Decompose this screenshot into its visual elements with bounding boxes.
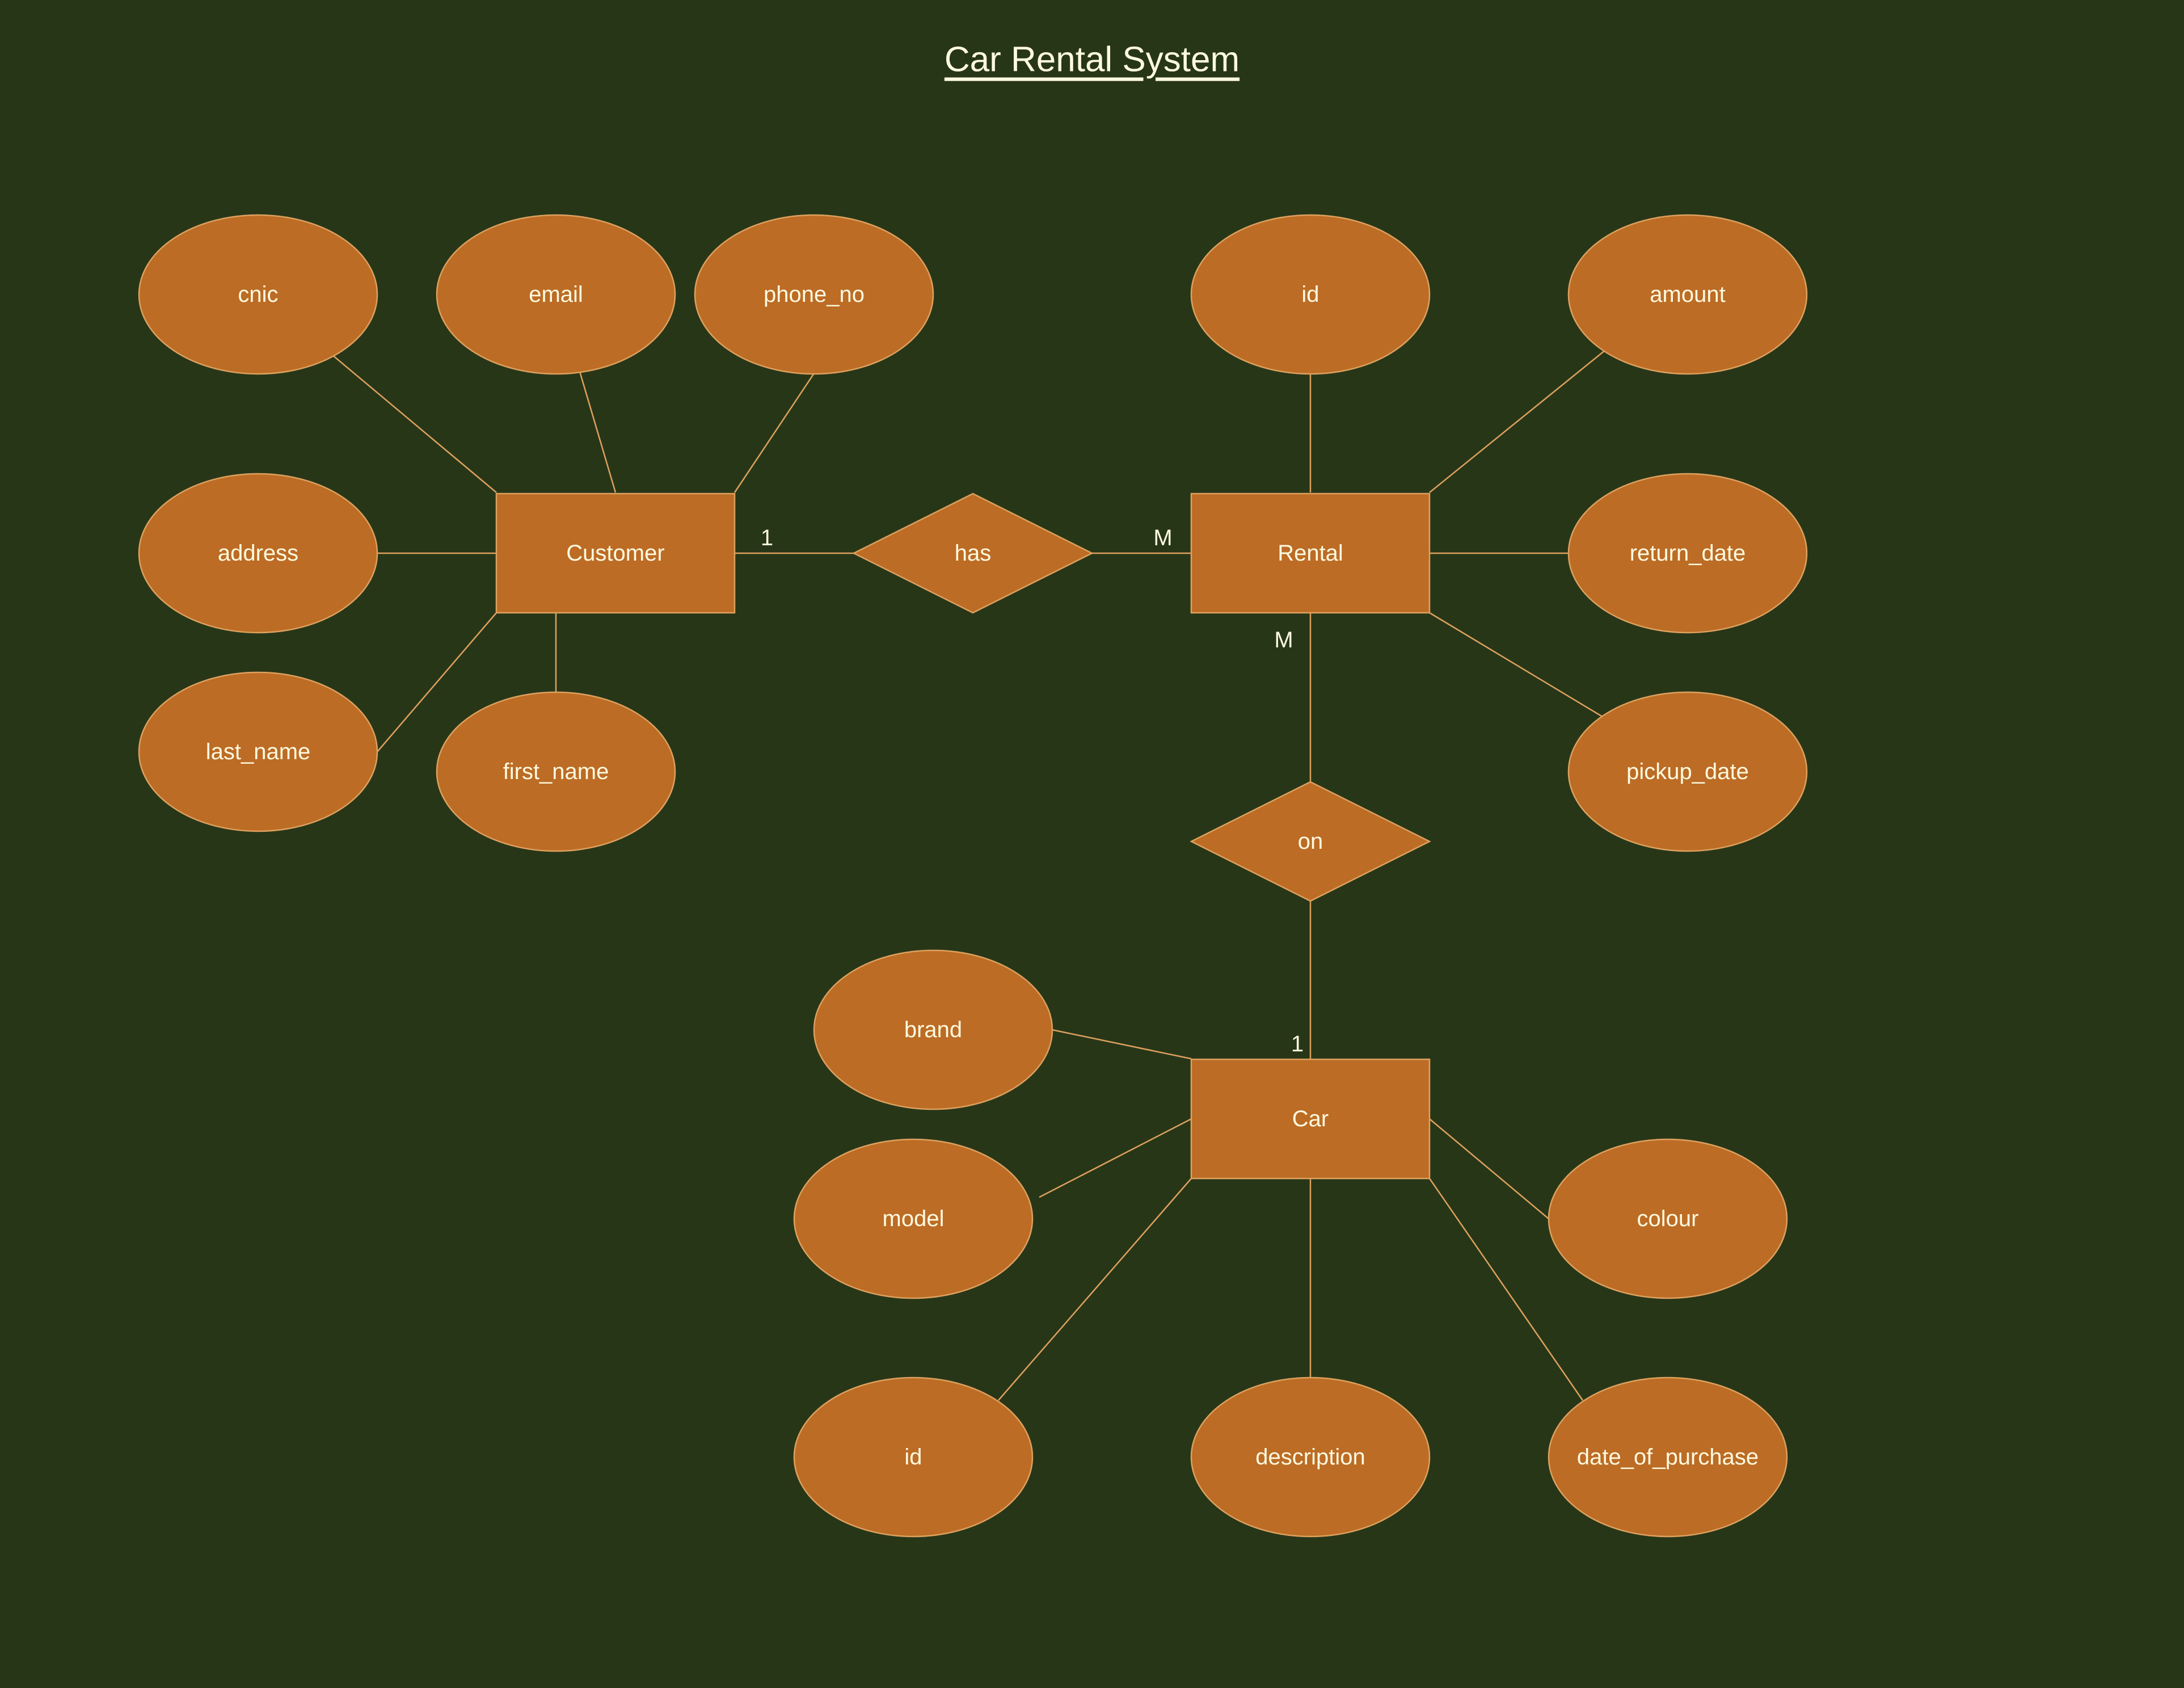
attribute-ellipse	[138, 473, 378, 634]
attribute-ellipse	[436, 691, 676, 852]
attribute-ellipse	[1567, 214, 1808, 375]
connector-date_of_purchase	[1428, 1178, 1584, 1401]
attribute-ellipse	[436, 214, 676, 375]
attribute-ellipse	[1190, 1377, 1431, 1538]
attribute-first_name[interactable]: first_name	[436, 691, 676, 852]
connector-car_id	[998, 1178, 1192, 1401]
attribute-ellipse	[1548, 1138, 1788, 1299]
cardinality-on-rental: M	[1274, 628, 1293, 653]
attribute-label: id	[904, 1445, 922, 1470]
attribute-colour[interactable]: colour	[1548, 1138, 1788, 1299]
attribute-ellipse	[813, 949, 1053, 1110]
connector-colour	[1429, 1118, 1549, 1219]
cardinality-has-rental: M	[1153, 525, 1172, 550]
connectors	[331, 350, 1606, 1401]
connector-pickup_date	[1429, 612, 1605, 719]
attribute-cnic[interactable]: cnic	[138, 214, 378, 375]
attribute-ellipse	[138, 671, 378, 832]
connector-cnic	[331, 354, 497, 493]
relationship-label: on	[1298, 829, 1323, 854]
relationship-label: has	[955, 541, 992, 566]
attribute-ellipse	[793, 1377, 1034, 1538]
connector-model	[1039, 1118, 1192, 1198]
attribute-date_of_purchase[interactable]: date_of_purchase	[1548, 1377, 1788, 1538]
attribute-label: date_of_purchase	[1577, 1445, 1759, 1470]
connector-email	[579, 371, 617, 493]
attribute-ellipse	[1567, 691, 1808, 852]
attribute-label: phone_no	[764, 282, 865, 307]
relationship-on[interactable]: on	[1190, 781, 1431, 902]
cardinality-on-car: 1	[1291, 1032, 1304, 1056]
entity-label: Customer	[566, 541, 664, 566]
attribute-ellipse	[694, 214, 934, 375]
attribute-label: email	[529, 282, 583, 307]
attribute-address[interactable]: address	[138, 473, 378, 634]
attribute-ellipse	[1548, 1377, 1788, 1538]
attribute-last_name[interactable]: last_name	[138, 671, 378, 832]
attribute-label: return_date	[1630, 541, 1746, 566]
attribute-description[interactable]: description	[1190, 1377, 1431, 1538]
connector-phone_no	[733, 371, 816, 493]
attribute-label: brand	[904, 1017, 962, 1042]
attribute-brand[interactable]: brand	[813, 949, 1053, 1110]
attribute-label: id	[1301, 282, 1319, 307]
cardinality-has-customer: 1	[761, 525, 773, 550]
attribute-label: cnic	[238, 282, 278, 307]
entity-rental[interactable]: Rental	[1190, 492, 1431, 614]
attribute-return_date[interactable]: return_date	[1567, 473, 1808, 634]
entity-customer[interactable]: Customer	[495, 492, 736, 614]
attribute-label: first_name	[503, 759, 609, 784]
relationship-has[interactable]: has	[852, 492, 1094, 614]
attribute-label: description	[1255, 1445, 1365, 1470]
attribute-ellipse	[138, 214, 378, 375]
attribute-email[interactable]: email	[436, 214, 676, 375]
attribute-ellipse	[1190, 214, 1431, 375]
attribute-label: address	[218, 541, 298, 566]
entity-box	[495, 492, 736, 614]
connector-last_name	[377, 612, 497, 752]
connector-brand	[1052, 1029, 1192, 1060]
attribute-model[interactable]: model	[793, 1138, 1034, 1299]
attribute-amount[interactable]: amount	[1567, 214, 1808, 375]
attribute-label: pickup_date	[1626, 759, 1749, 784]
diagram-title: Car Rental System	[945, 40, 1239, 79]
attribute-label: amount	[1650, 282, 1725, 307]
connector-amount	[1429, 350, 1606, 493]
attribute-ellipse	[1567, 473, 1808, 634]
entity-box	[1190, 1058, 1431, 1180]
entity-label: Car	[1292, 1106, 1329, 1131]
attribute-label: model	[883, 1206, 945, 1231]
attribute-label: last_name	[206, 739, 311, 764]
attribute-car_id[interactable]: id	[793, 1377, 1034, 1538]
attribute-pickup_date[interactable]: pickup_date	[1567, 691, 1808, 852]
entity-car[interactable]: Car	[1190, 1058, 1431, 1180]
relationship-diamond	[852, 492, 1094, 614]
attribute-rental_id[interactable]: id	[1190, 214, 1431, 375]
attribute-ellipse	[793, 1138, 1034, 1299]
attribute-label: colour	[1637, 1206, 1699, 1231]
attribute-phone_no[interactable]: phone_no	[694, 214, 934, 375]
relationship-diamond	[1190, 781, 1431, 902]
entity-label: Rental	[1277, 541, 1343, 566]
entity-box	[1190, 492, 1431, 614]
